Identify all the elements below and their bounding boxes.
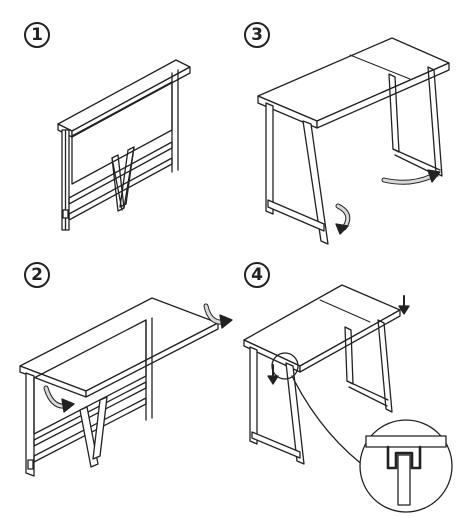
step-1-badge: 1	[24, 22, 50, 48]
step-2-badge: 2	[24, 262, 50, 288]
step-3-open-desk	[258, 38, 449, 244]
step-3-badge: 3	[244, 22, 270, 48]
step-4-badge: 4	[244, 262, 270, 288]
step-2-unfolding-desk	[20, 298, 232, 476]
step-1-folded-desk	[58, 60, 190, 230]
step-4-locked-desk	[244, 285, 452, 512]
